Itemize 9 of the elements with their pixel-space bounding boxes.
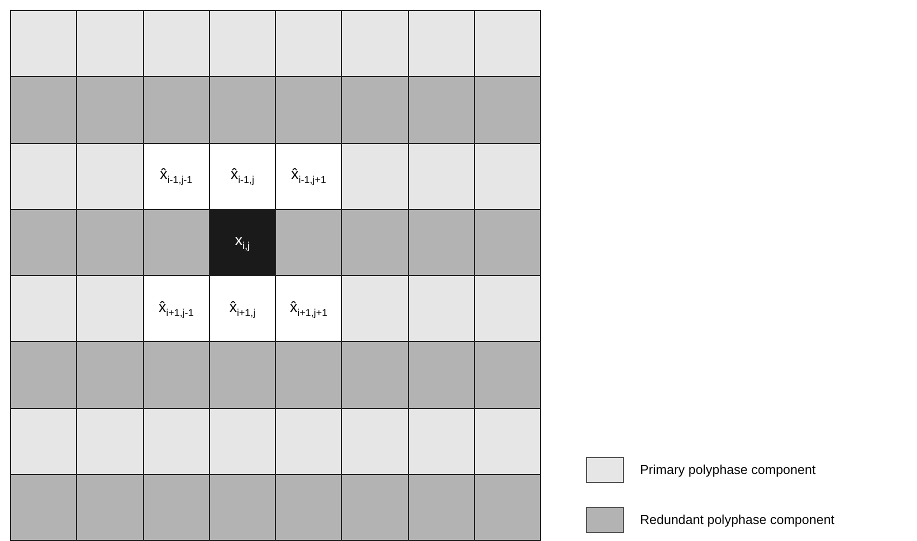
variable-label: x̂$_{i+1,j}$ <box>229 298 256 319</box>
variable-label: x̂$_{i-1,j}$ <box>230 166 254 186</box>
variable-label: x̂$_{i-1,j-1}$ <box>160 166 192 186</box>
variable-label: x̂$_{i+1,j+1}$ <box>290 298 328 319</box>
variable-label: x̂$_{i-1,j+1}$ <box>291 166 326 186</box>
variable-label: x̂$_{i+1,j-1}$ <box>158 298 194 319</box>
variable-label: x$_{i,j}$ <box>235 232 250 252</box>
legend-label: Primary polyphase component <box>640 462 816 477</box>
legend-label: Redundant polyphase component <box>640 512 834 527</box>
